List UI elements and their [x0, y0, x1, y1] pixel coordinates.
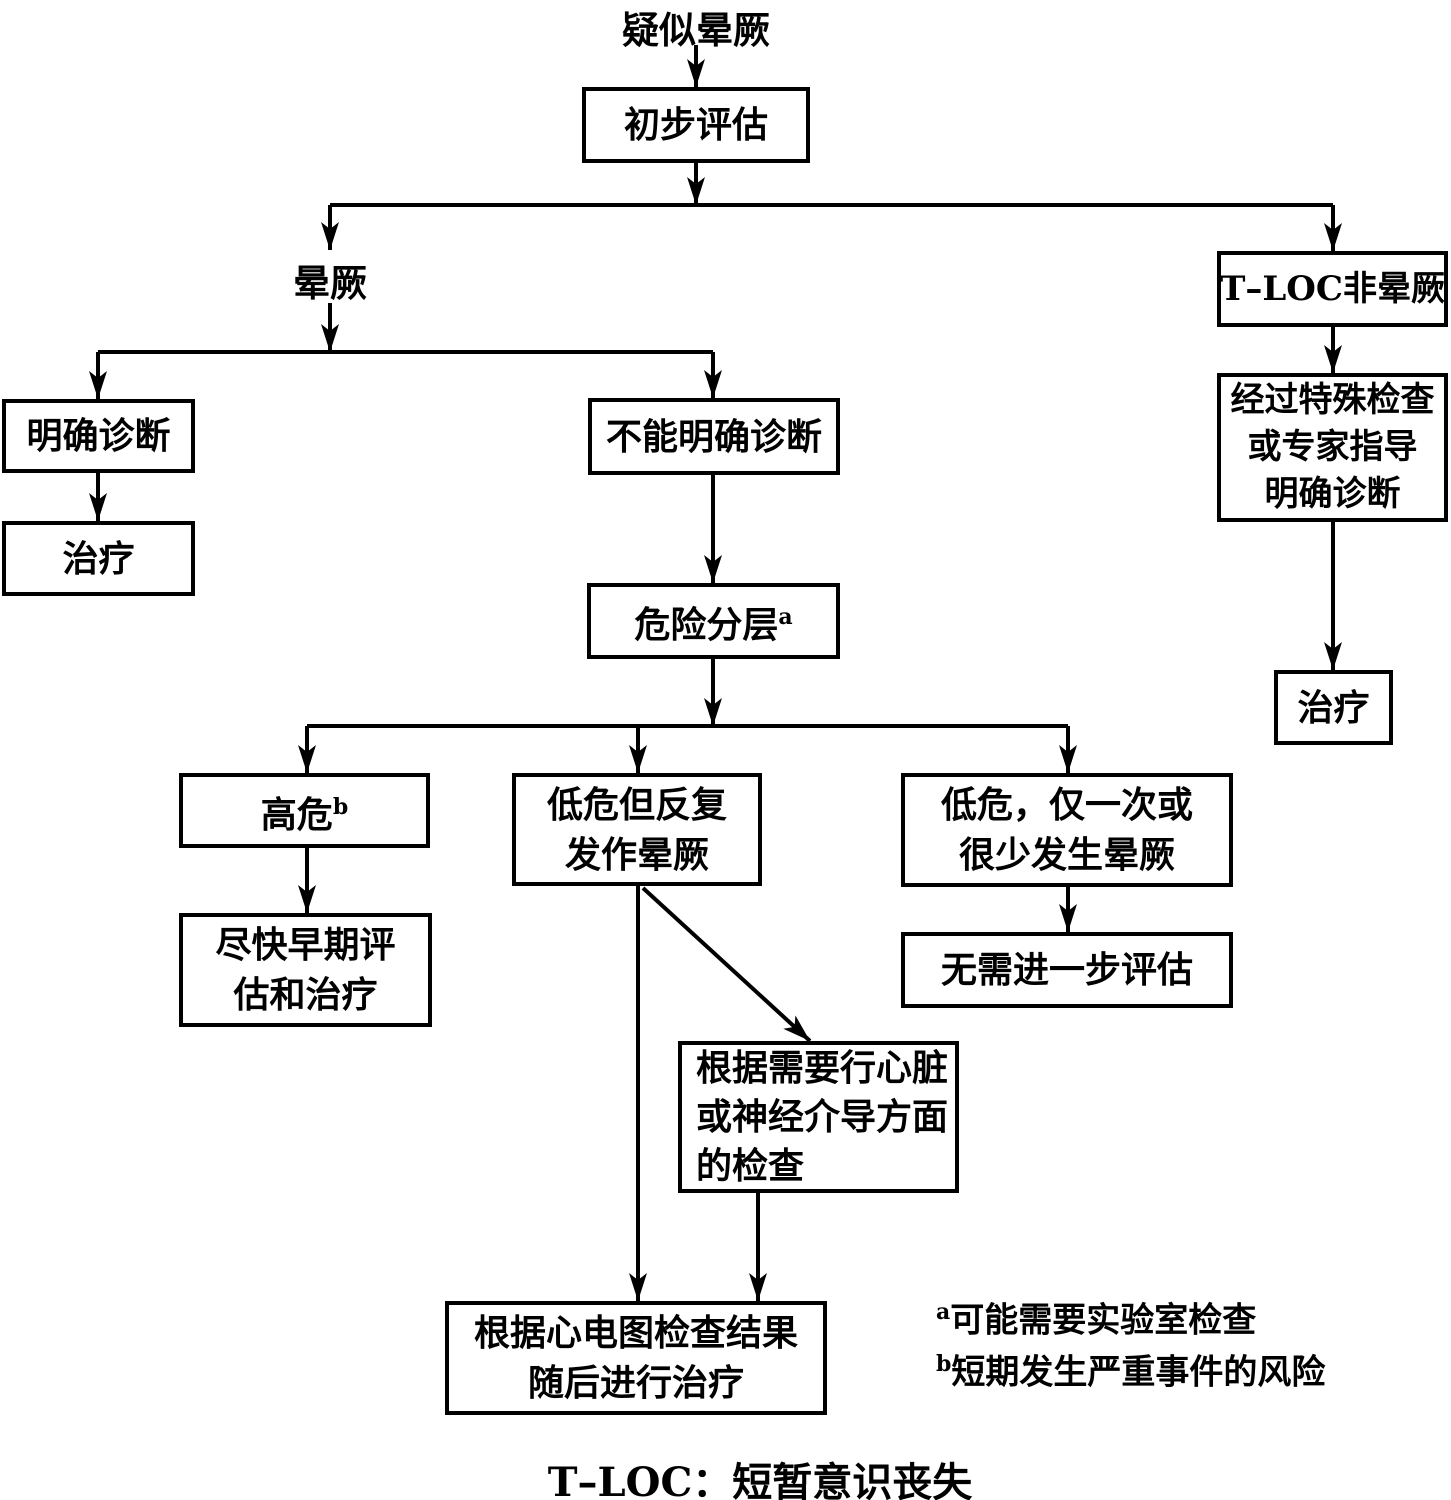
node-initial-evaluation: 初步评估 [582, 87, 810, 163]
node-low-risk-rare: 低危，仅一次或 很少发生晕厥 [901, 773, 1233, 887]
footnote-a: a可能需要实验室检查 [936, 1299, 1257, 1341]
node-risk-stratification: 危险分层a [587, 583, 840, 659]
node-cannot-diagnose: 不能明确诊断 [588, 398, 840, 475]
footnote-ref-b: b [332, 793, 349, 820]
node-tloc-nonsyncope: T–LOC非晕厥 [1217, 251, 1448, 327]
node-treatment-right: 治疗 [1274, 670, 1393, 745]
connector-lines [89, 45, 1342, 1301]
node-treatment-left: 治疗 [2, 521, 195, 596]
abbreviation-caption: T–LOC：短暂意识丧失 [547, 1459, 973, 1500]
node-early-evaluation-treatment: 尽快早期评 估和治疗 [179, 913, 432, 1027]
syncope-label: 晕厥 [293, 261, 367, 305]
suspected-syncope-label: 疑似晕厥 [622, 8, 770, 52]
footnote-ref-a: a [778, 604, 793, 630]
node-no-further-evaluation: 无需进一步评估 [901, 932, 1233, 1008]
node-special-exam-expert-diagnosis: 经过特殊检查 或专家指导 明确诊断 [1217, 373, 1448, 522]
node-low-risk-recurrent: 低危但反复 发作晕厥 [512, 773, 762, 886]
footnotes: a可能需要实验室检查 b短期发生严重事件的风险 [936, 1290, 1325, 1395]
node-definite-diagnosis: 明确诊断 [2, 399, 195, 473]
node-cardiac-neural-tests: 根据需要行心脏 或神经介导方面 的检查 [678, 1041, 959, 1193]
footnote-b: b短期发生严重事件的风险 [936, 1351, 1326, 1393]
node-ecg-based-treatment: 根据心电图检查结果 随后进行治疗 [445, 1301, 827, 1415]
node-high-risk: 高危b [179, 773, 430, 848]
